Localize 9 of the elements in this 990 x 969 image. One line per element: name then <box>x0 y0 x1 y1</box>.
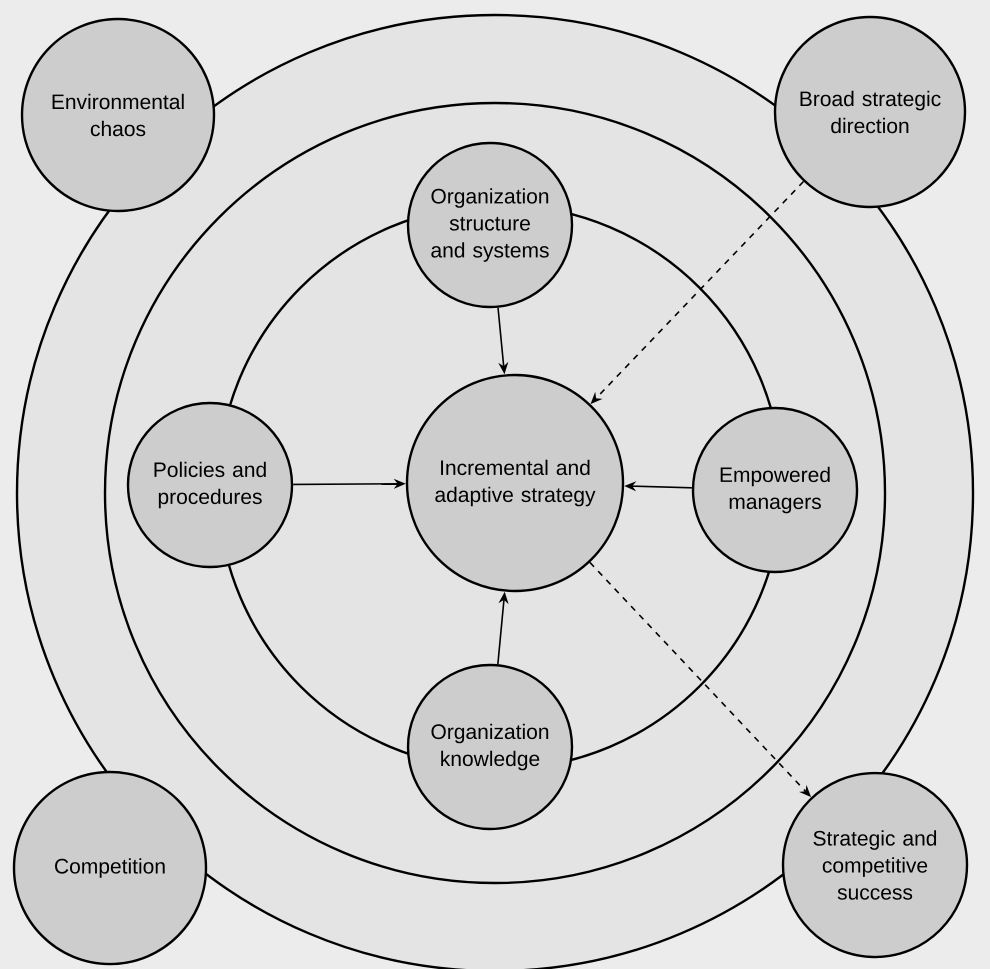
circle-node: Competition <box>12 770 208 966</box>
circle-node: Strategic and competitive success <box>782 772 968 958</box>
circle-node: Organization structure and systems <box>406 142 574 308</box>
circle-node: Environmental chaos <box>20 18 216 212</box>
circle-node: Empowered managers <box>692 406 858 574</box>
circle-node: Incremental and adaptive strategy <box>406 374 624 592</box>
circle-node: Policies and procedures <box>126 402 294 568</box>
circle-node: Organization knowledge <box>406 664 574 830</box>
circle-node: Broad strategic direction <box>774 16 966 208</box>
